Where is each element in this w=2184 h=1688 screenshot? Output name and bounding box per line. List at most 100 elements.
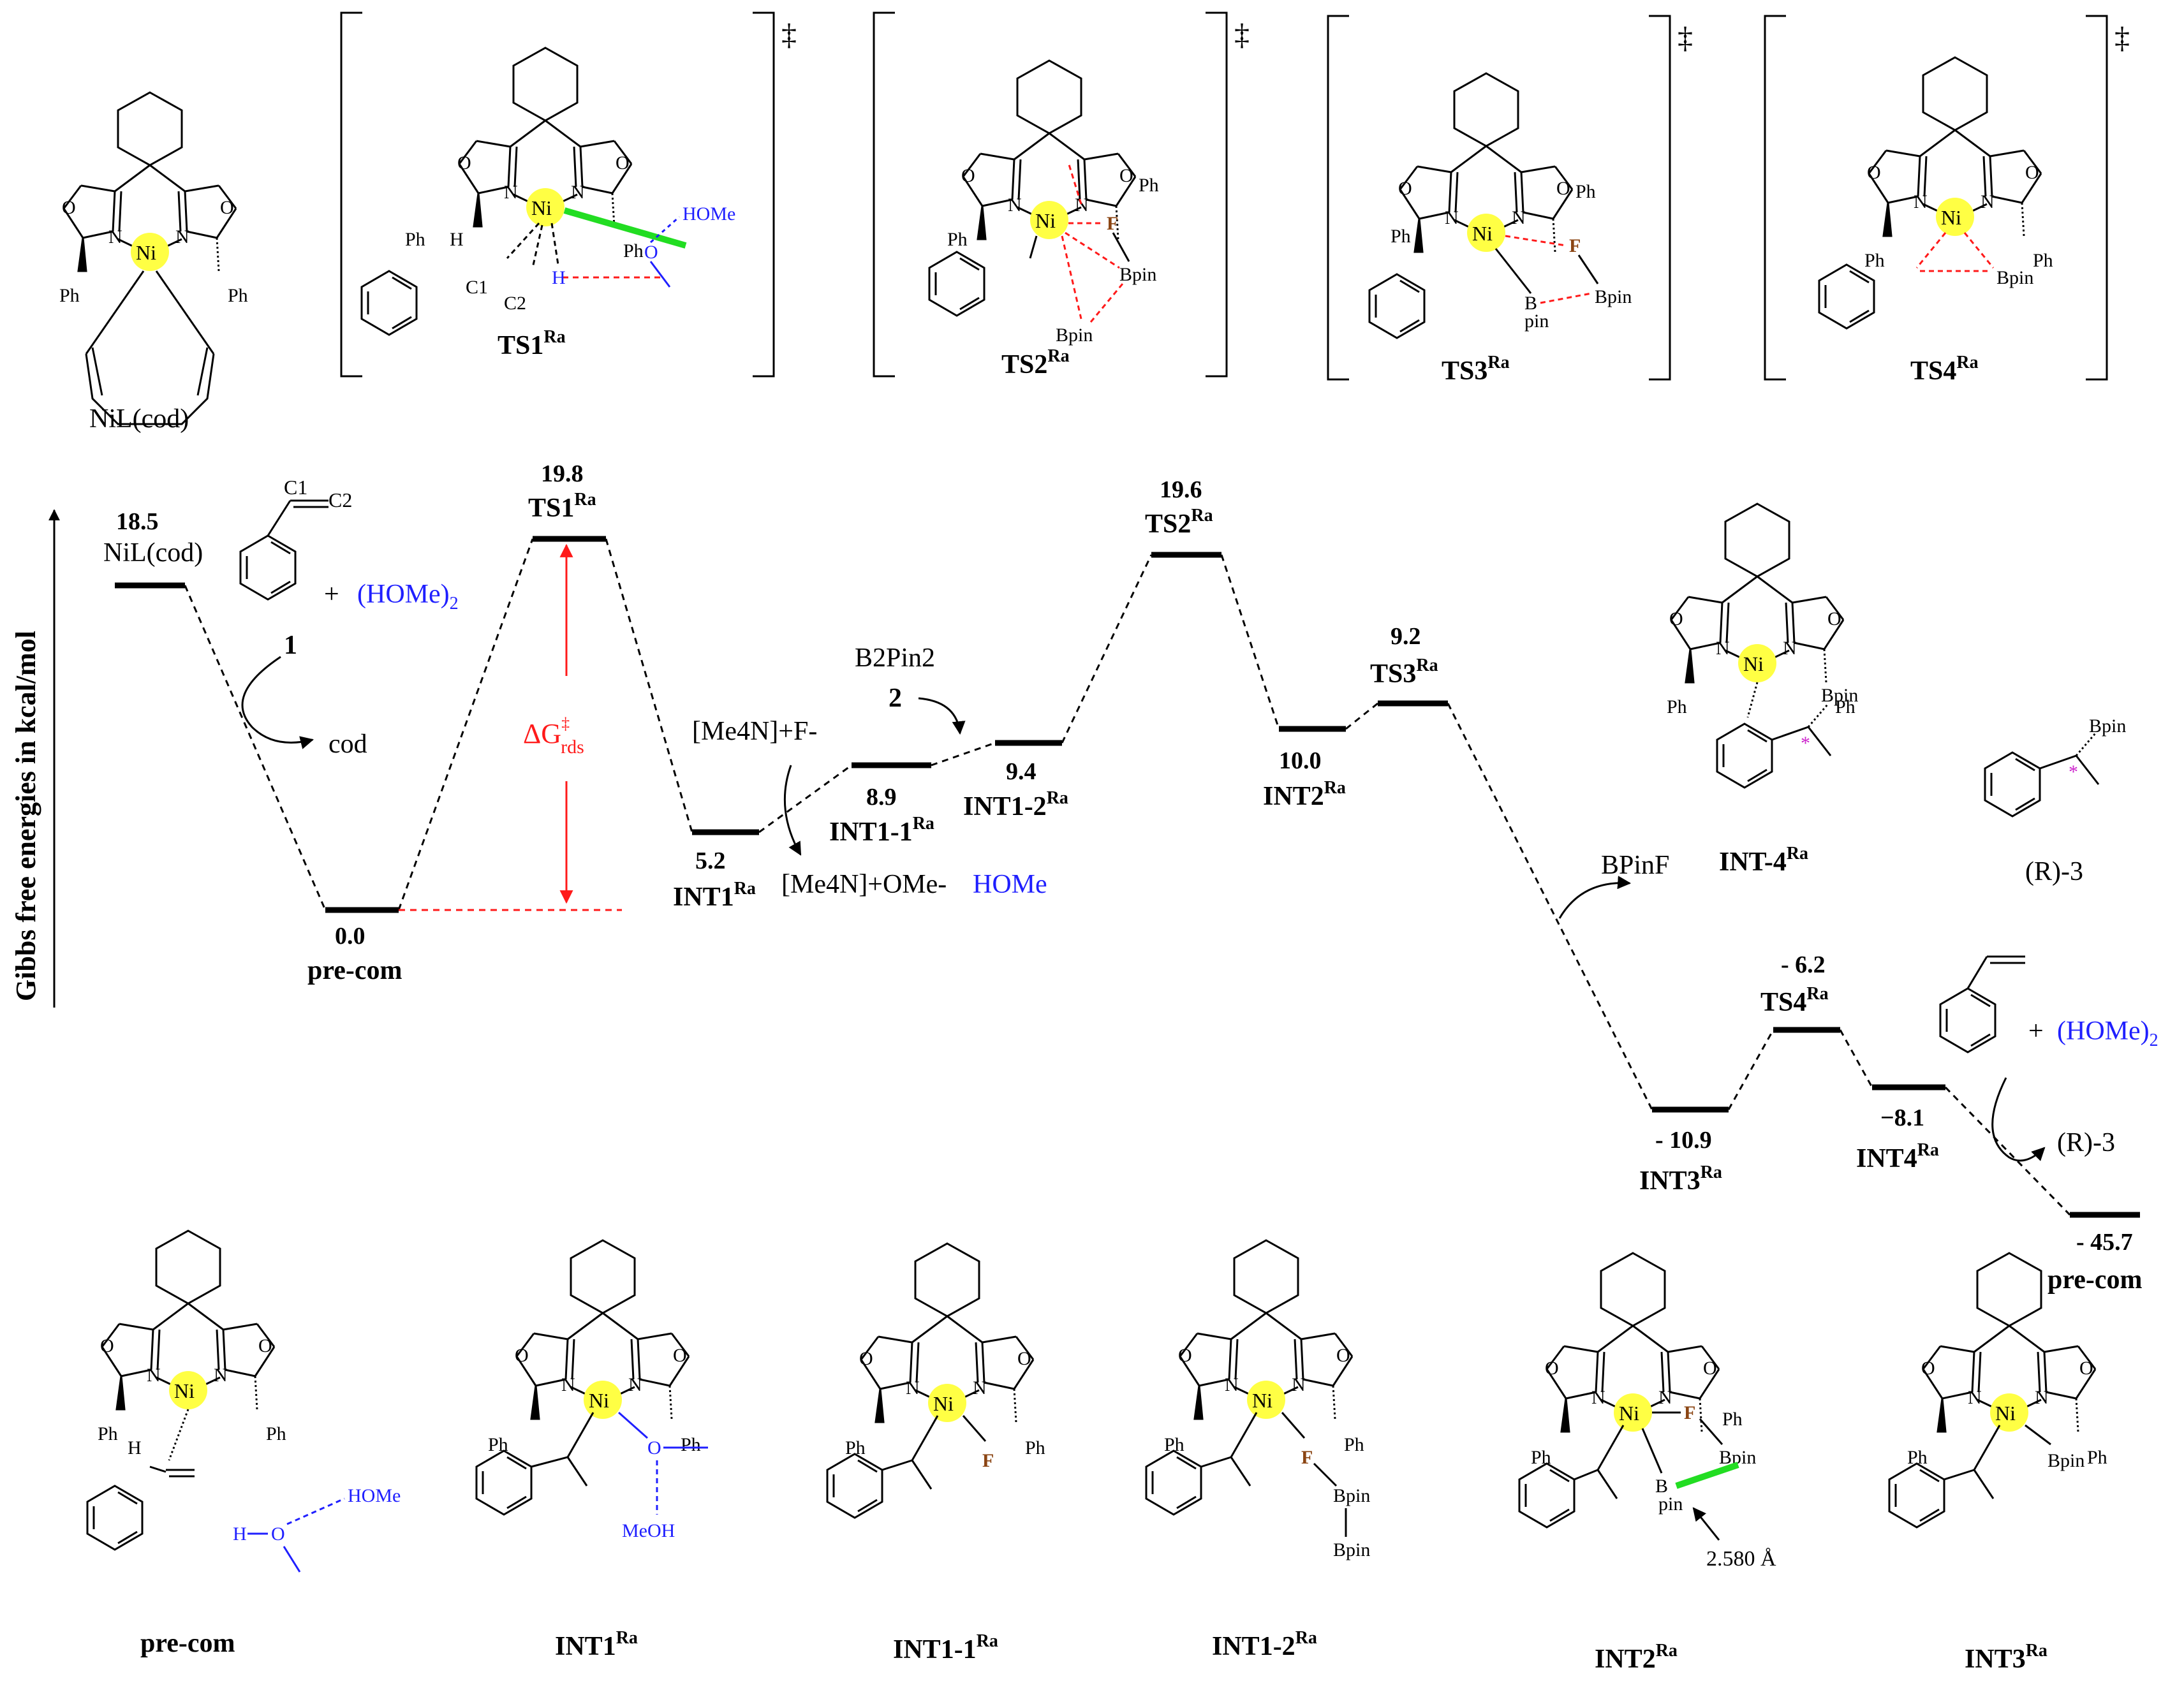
energy-int3: - 10.9	[1655, 1127, 1712, 1154]
bracket-ts2	[873, 11, 1228, 378]
svg-text:N: N	[147, 1365, 161, 1386]
svg-text:Ni: Ni	[589, 1389, 609, 1412]
svg-text:O: O	[961, 165, 975, 186]
svg-text:Ph: Ph	[228, 285, 248, 306]
svg-text:Ni: Ni	[1472, 222, 1493, 245]
energy-nil-cod: 18.5	[116, 508, 159, 535]
svg-text:F: F	[1569, 235, 1581, 256]
svg-text:Ni: Ni	[933, 1392, 954, 1415]
svg-text:MeOH: MeOH	[622, 1520, 675, 1541]
svg-text:N: N	[504, 182, 518, 203]
home-release-label: HOMe	[973, 870, 1047, 899]
svg-text:N: N	[1981, 191, 1995, 212]
svg-text:Bpin: Bpin	[1996, 267, 2033, 288]
svg-text:N: N	[1968, 1387, 1982, 1408]
svg-text:C1: C1	[466, 277, 488, 298]
svg-text:*: *	[2069, 761, 2078, 782]
bpinf-label: BPinF	[1601, 851, 1669, 880]
bpinf-arrow	[1558, 876, 1632, 919]
svg-text:O: O	[1336, 1345, 1350, 1366]
caption-int1: INT1Ra	[555, 1628, 638, 1661]
dagger-ts3: ‡	[1678, 21, 1693, 55]
svg-text:O: O	[859, 1348, 873, 1369]
svg-text:O: O	[644, 242, 658, 263]
dagger-ts1: ‡	[781, 18, 797, 52]
energy-int1-1: 8.9	[866, 784, 897, 811]
svg-text:O: O	[1827, 608, 1841, 629]
energy-ts1: 19.8	[541, 460, 584, 487]
me4nome-arrow	[783, 765, 802, 856]
svg-text:Ni: Ni	[136, 241, 156, 264]
svg-text:O: O	[1398, 178, 1412, 199]
svg-text:O: O	[1017, 1348, 1031, 1369]
label-pre-com: pre-com	[307, 956, 402, 985]
svg-text:F: F	[1684, 1402, 1695, 1423]
svg-text:Ni: Ni	[1743, 652, 1764, 675]
dagger-ts4: ‡	[2114, 21, 2130, 55]
home-pair-2: (HOMe)2	[2057, 1016, 2158, 1050]
svg-text:N: N	[1075, 194, 1089, 216]
svg-text:F: F	[1301, 1447, 1313, 1468]
svg-text:Ni: Ni	[1995, 1402, 2016, 1425]
energy-labels: 18.5 0.0 19.8 5.2 8.9 9.4 19.6 10.0 9.2 …	[116, 460, 2133, 1256]
svg-text:N: N	[175, 226, 189, 247]
svg-text:Ph: Ph	[1864, 250, 1885, 271]
svg-text:N: N	[973, 1377, 987, 1398]
caption-ts4: TS4Ra	[1910, 353, 1979, 386]
caption-int3: INT3Ra	[1965, 1641, 2048, 1674]
svg-text:O: O	[1556, 178, 1570, 199]
svg-text:Bpin: Bpin	[1119, 264, 1156, 285]
svg-text:O: O	[258, 1335, 272, 1356]
svg-text:F: F	[1107, 213, 1118, 234]
structure-ts2: Ni O O N N Ph Ph F Bpin Bpin TS2Ra	[928, 59, 1159, 379]
svg-text:Ph: Ph	[1575, 181, 1596, 202]
svg-text:Ph: Ph	[1835, 696, 1856, 717]
svg-text:O: O	[616, 152, 630, 173]
bracket-ts3	[1327, 15, 1671, 381]
label-ts4: TS4Ra	[1760, 984, 1829, 1017]
svg-text:N: N	[906, 1377, 920, 1398]
structure-r3: Bpin * (R)-3	[1984, 716, 2126, 886]
svg-text:H: H	[552, 267, 566, 288]
label-ts2: TS2Ra	[1145, 506, 1213, 539]
caption-ts1: TS1Ra	[498, 327, 566, 360]
svg-text:B: B	[1655, 1476, 1668, 1497]
svg-text:Ph: Ph	[623, 240, 644, 261]
b2pin2-arrow	[918, 697, 966, 735]
svg-text:Ni: Ni	[1941, 206, 1961, 229]
svg-text:Ph: Ph	[2033, 250, 2053, 271]
svg-text:pin: pin	[1658, 1494, 1683, 1515]
svg-text:O: O	[1119, 165, 1133, 186]
structure-int1-1: Ni O O N N Ph Ph F INT1-1Ra	[826, 1242, 1045, 1664]
label-int1: INT1Ra	[673, 879, 756, 912]
svg-text:O: O	[1921, 1358, 1935, 1379]
caption-int1-1: INT1-1Ra	[893, 1631, 998, 1664]
svg-text:Ni: Ni	[531, 196, 552, 219]
svg-text:F: F	[982, 1450, 994, 1471]
svg-text:H: H	[450, 229, 464, 250]
label-pre-com-end: pre-com	[2048, 1265, 2143, 1295]
connectors	[184, 538, 2071, 1216]
svg-text:O: O	[62, 197, 76, 218]
y-axis: Gibbs free energies in kcal/mol	[10, 509, 60, 1008]
svg-text:Ph: Ph	[681, 1434, 701, 1455]
svg-text:Ni: Ni	[174, 1379, 195, 1402]
label-nil-cod: NiL(cod)	[103, 538, 203, 568]
label-int2: INT2Ra	[1263, 778, 1346, 811]
energy-ts2: 19.6	[1160, 476, 1202, 503]
svg-text:O: O	[1867, 162, 1881, 183]
svg-text:Ph: Ph	[1025, 1437, 1045, 1458]
svg-text:O: O	[515, 1345, 529, 1366]
svg-text:ΔG‡rds: ΔG‡rds	[523, 714, 584, 758]
svg-text:Ni: Ni	[1252, 1389, 1273, 1412]
svg-text:C1: C1	[284, 476, 307, 499]
svg-text:Ph: Ph	[1667, 696, 1687, 717]
caption-int-4: INT-4Ra	[1719, 844, 1808, 877]
svg-text:O: O	[220, 197, 234, 218]
svg-text:pin: pin	[1524, 311, 1549, 332]
svg-text:O: O	[1545, 1358, 1559, 1379]
svg-text:N: N	[1658, 1387, 1672, 1408]
structure-pre-com: Ni O O N N Ph Ph H H O HOMe pre-com	[86, 1229, 401, 1658]
energy-int1: 5.2	[695, 848, 726, 874]
svg-text:N: N	[1292, 1374, 1306, 1395]
